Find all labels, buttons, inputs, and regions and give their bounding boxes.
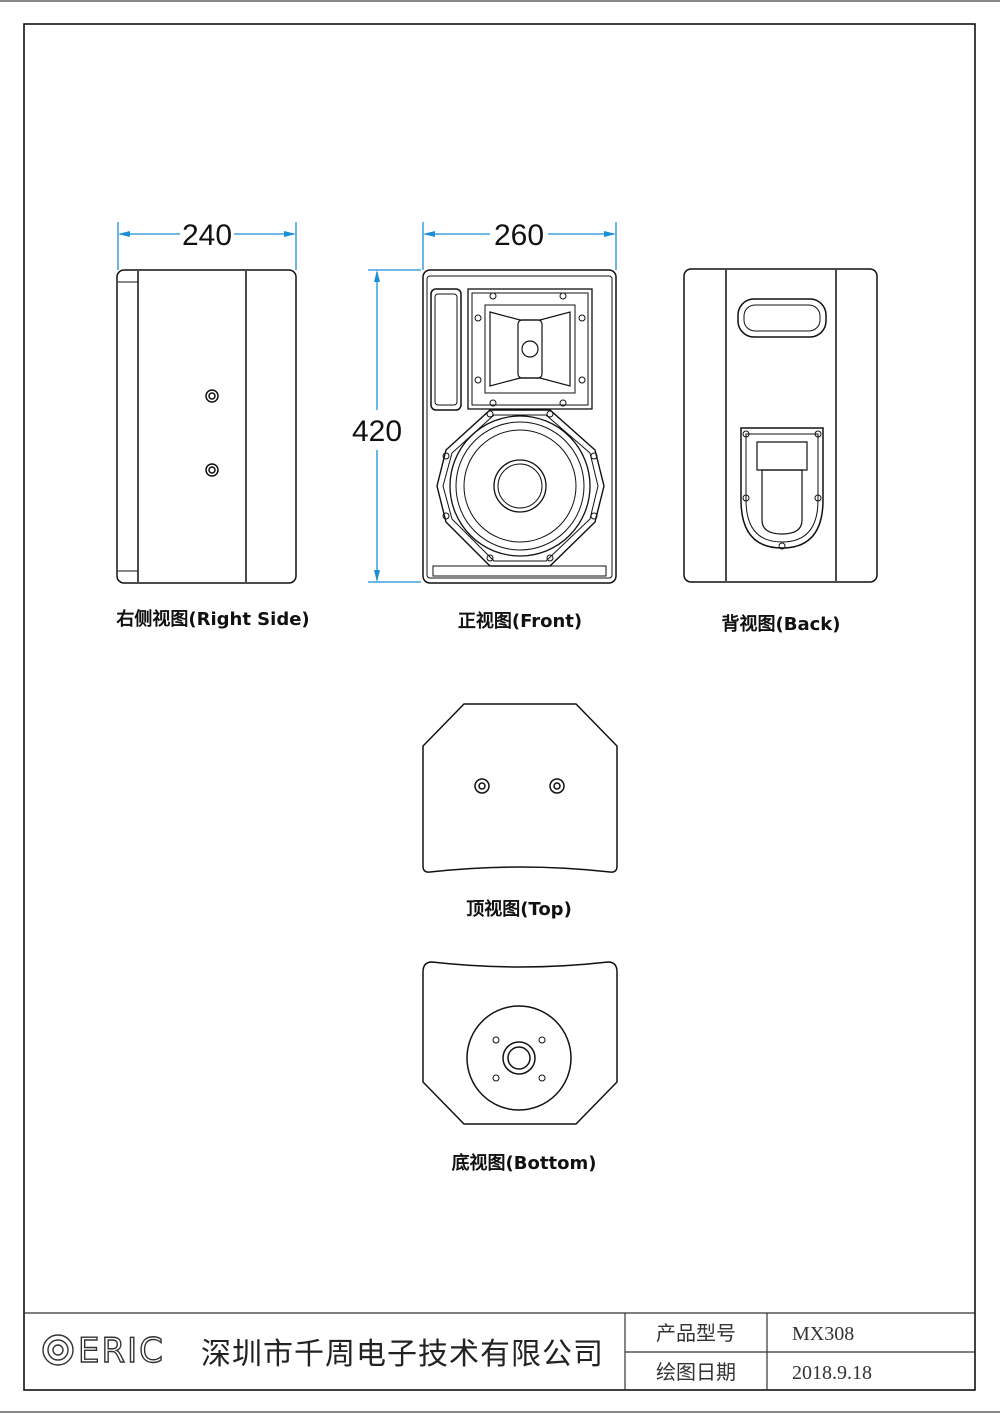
model-value: MX308 — [792, 1323, 854, 1345]
right-side-view — [116, 269, 297, 584]
title-block — [24, 1312, 975, 1390]
front-view — [422, 269, 617, 584]
date-value: 2018.9.18 — [792, 1362, 872, 1384]
bottom-caption: 底视图(Bottom) — [452, 1152, 597, 1174]
top-view — [422, 703, 618, 873]
top-caption: 顶视图(Top) — [466, 898, 572, 920]
drawing-border — [23, 23, 976, 1391]
model-label: 产品型号 — [656, 1321, 736, 1345]
dimension-side-width — [117, 222, 297, 270]
logo-wordmark: ERIC — [78, 1331, 165, 1371]
back-view — [683, 268, 878, 583]
dimension-front-width — [422, 222, 617, 270]
side-width-label: 240 — [182, 219, 232, 252]
date-label: 绘图日期 — [656, 1360, 736, 1384]
right-side-caption: 右侧视图(Right Side) — [116, 608, 309, 630]
company-logo — [42, 1334, 74, 1366]
company-name: 深圳市千周电子技术有限公司 — [201, 1337, 604, 1372]
back-caption: 背视图(Back) — [722, 613, 841, 635]
front-width-label: 260 — [494, 219, 544, 252]
height-label: 420 — [352, 415, 402, 448]
bottom-view — [422, 961, 618, 1125]
dimension-height — [368, 269, 421, 583]
front-caption: 正视图(Front) — [458, 610, 582, 632]
